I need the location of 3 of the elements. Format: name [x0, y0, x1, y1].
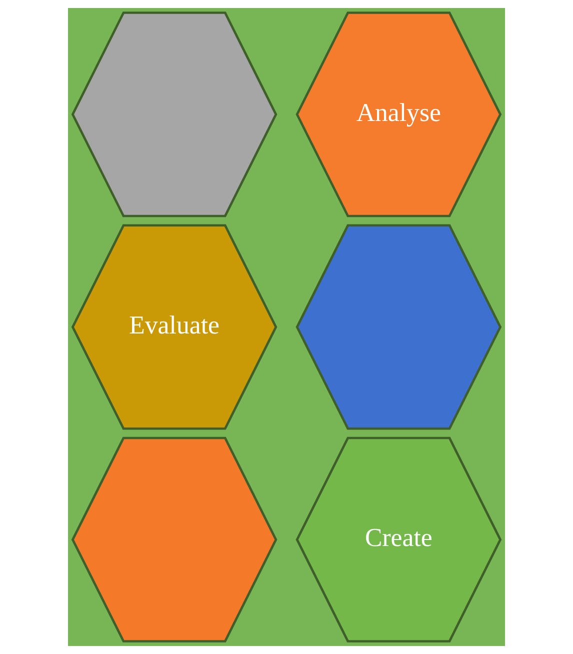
node-hexagon [71, 436, 278, 642]
node-hexagon [71, 12, 278, 218]
node-hexagon [296, 224, 502, 430]
